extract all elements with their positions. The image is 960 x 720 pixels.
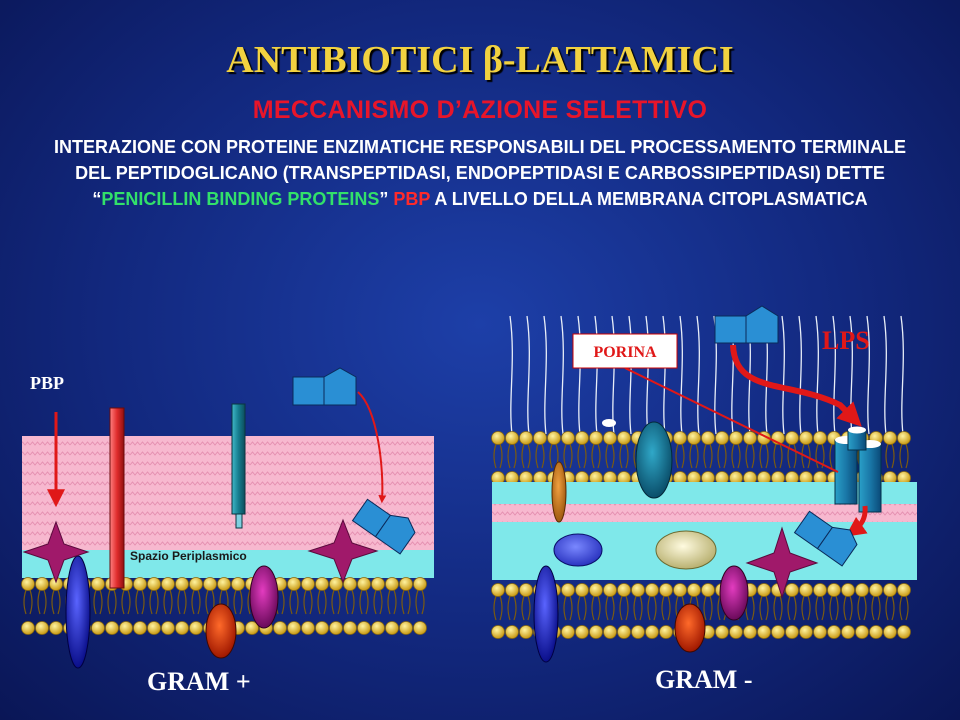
teal-outer-membrane-protein [635,421,673,499]
cytoplasmic-membrane [21,577,427,635]
binding-arrow-gram-positive [357,391,387,504]
lps-label: LPS [822,326,870,355]
porin-channel [834,426,882,513]
gram-negative-panel: PORINA LPS GRAM - [491,305,917,694]
blue-periplasmic-protein [553,533,603,567]
beta-lactam-molecule-top [292,367,357,406]
description-text: INTERAZIONE CON PROTEINE ENZIMATICHE RES… [50,134,910,212]
teal-membrane-rod [231,403,246,515]
orange-outer-membrane-protein [551,461,567,523]
pbp-star-gram-negative [745,526,819,599]
desc-part1: INTERAZIONE CON PROTEINE ENZIMATICHE RES… [53,137,907,209]
title-main: ANTIBIOTICI [226,39,483,81]
slide-title: ANTIBIOTICI β-LATTAMICI [0,38,960,82]
gram-negative-label: GRAM - [655,665,752,694]
desc-part3: A LIVELLO DELLA MEMBRANA CITOPLASMATICA [430,189,868,209]
slide-subtitle: MECCANISMO D’AZIONE SELETTIVO [252,96,708,124]
red-inner-membrane-protein [674,603,706,653]
pbp-label: PBP [30,373,64,393]
beta-lactam-molecule-bound [351,498,416,555]
title-beta: β [482,39,503,81]
peptidoglycan-layer [22,436,434,550]
gram-positive-label: GRAM + [147,667,251,696]
pbp-transmembrane-protein [109,407,125,589]
outer-periplasm [492,482,917,504]
porina-pointer-line [624,367,839,473]
red-membrane-protein [205,603,237,659]
pbp-star-right [307,518,379,584]
gram-positive-panel: PBP Spazio Periplasmico GRAM + [21,367,434,696]
beta-lactam-molecule-gram-negative-bound [793,510,858,567]
periplasm-label: Spazio Periplasmico [130,549,247,563]
small-white-particle [602,419,616,427]
desc-pbp-full: PENICILLIN BINDING PROTEINS [101,189,380,209]
pbp-star-left [22,520,90,584]
blue-membrane-protein [65,555,91,669]
title-rest: -LATTAMICI [502,39,734,81]
desc-part2: ” [379,189,394,209]
teal-rod-tip [235,513,243,529]
magenta-inner-membrane-protein [719,565,749,621]
magenta-membrane-protein [249,565,279,629]
porina-label: PORINA [593,344,657,361]
beige-periplasmic-protein [655,530,717,570]
antibiotic-path-arrow [730,344,862,427]
desc-pbp-abbr: PBP [393,189,431,209]
beta-lactam-molecule-gram-negative-top [714,305,779,344]
blue-inner-membrane-protein [533,565,559,663]
antibiotic-entry-arrow [845,505,868,537]
porina-label-box [572,333,678,369]
